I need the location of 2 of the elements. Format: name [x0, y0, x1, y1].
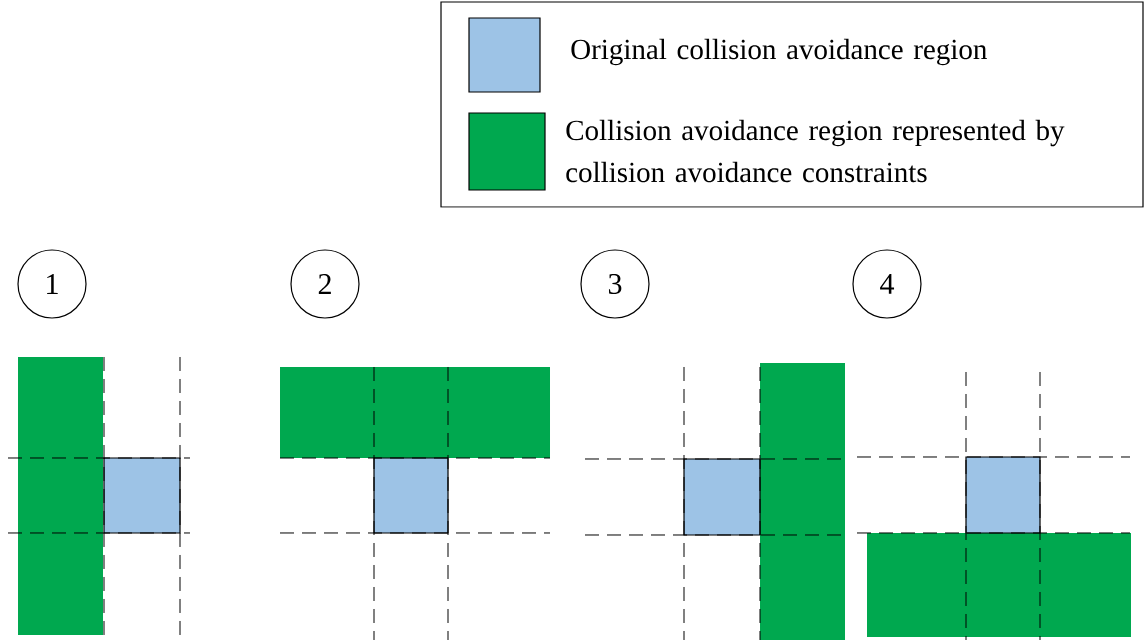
legend-label: Original collision avoidance region: [571, 38, 987, 66]
legend-label: Collision avoidance region represented by collision avoidance constraints: [566, 119, 1065, 183]
